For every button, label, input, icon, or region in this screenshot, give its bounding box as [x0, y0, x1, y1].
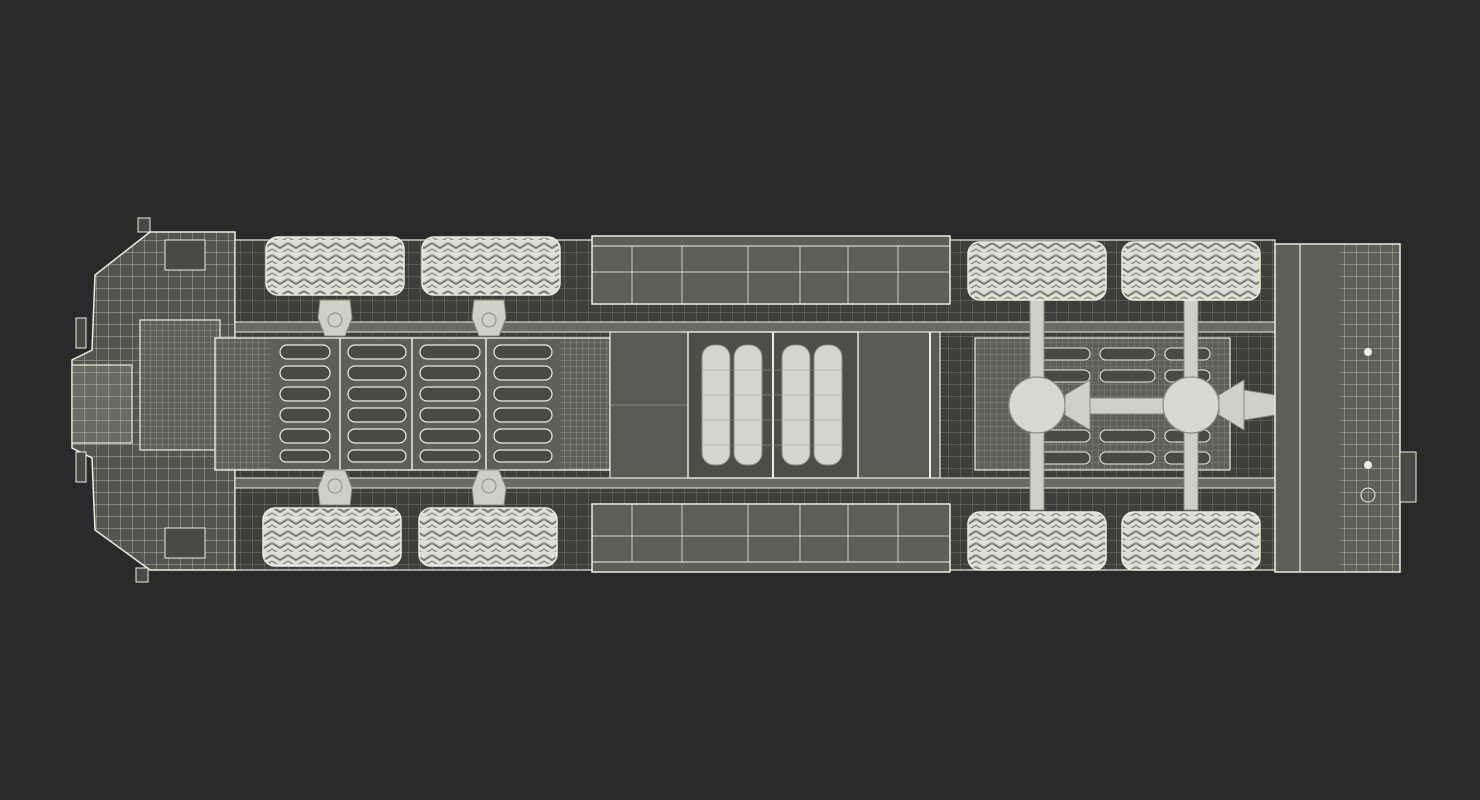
- wheel-rear-2-top: [1121, 241, 1261, 301]
- wheel-front-2-bottom: [418, 507, 558, 567]
- center-bay: [609, 331, 941, 479]
- front-cab: [71, 217, 236, 583]
- fuel-tank: [781, 344, 811, 466]
- front-skid-plate: [214, 337, 611, 471]
- wheel-front-1-top: [265, 236, 405, 296]
- side-storage-box-top: [591, 235, 951, 305]
- fuel-tank: [701, 344, 731, 466]
- wheel-front-2-top: [421, 236, 561, 296]
- rear-axle-assembly: [1008, 299, 1276, 511]
- wheel-rear-1-top: [967, 241, 1107, 301]
- wheel-rear-1-bottom: [967, 511, 1107, 571]
- wheel-rear-2-bottom: [1121, 511, 1261, 571]
- rear-bumper: [1274, 243, 1417, 573]
- differential: [1008, 376, 1066, 434]
- side-storage-box-bottom: [591, 503, 951, 573]
- wheel-front-1-bottom: [262, 507, 402, 567]
- fuel-tank: [733, 344, 763, 466]
- differential: [1162, 376, 1220, 434]
- wheels: [262, 236, 1261, 571]
- fuel-tank: [813, 344, 843, 466]
- front-suspension: [317, 299, 507, 506]
